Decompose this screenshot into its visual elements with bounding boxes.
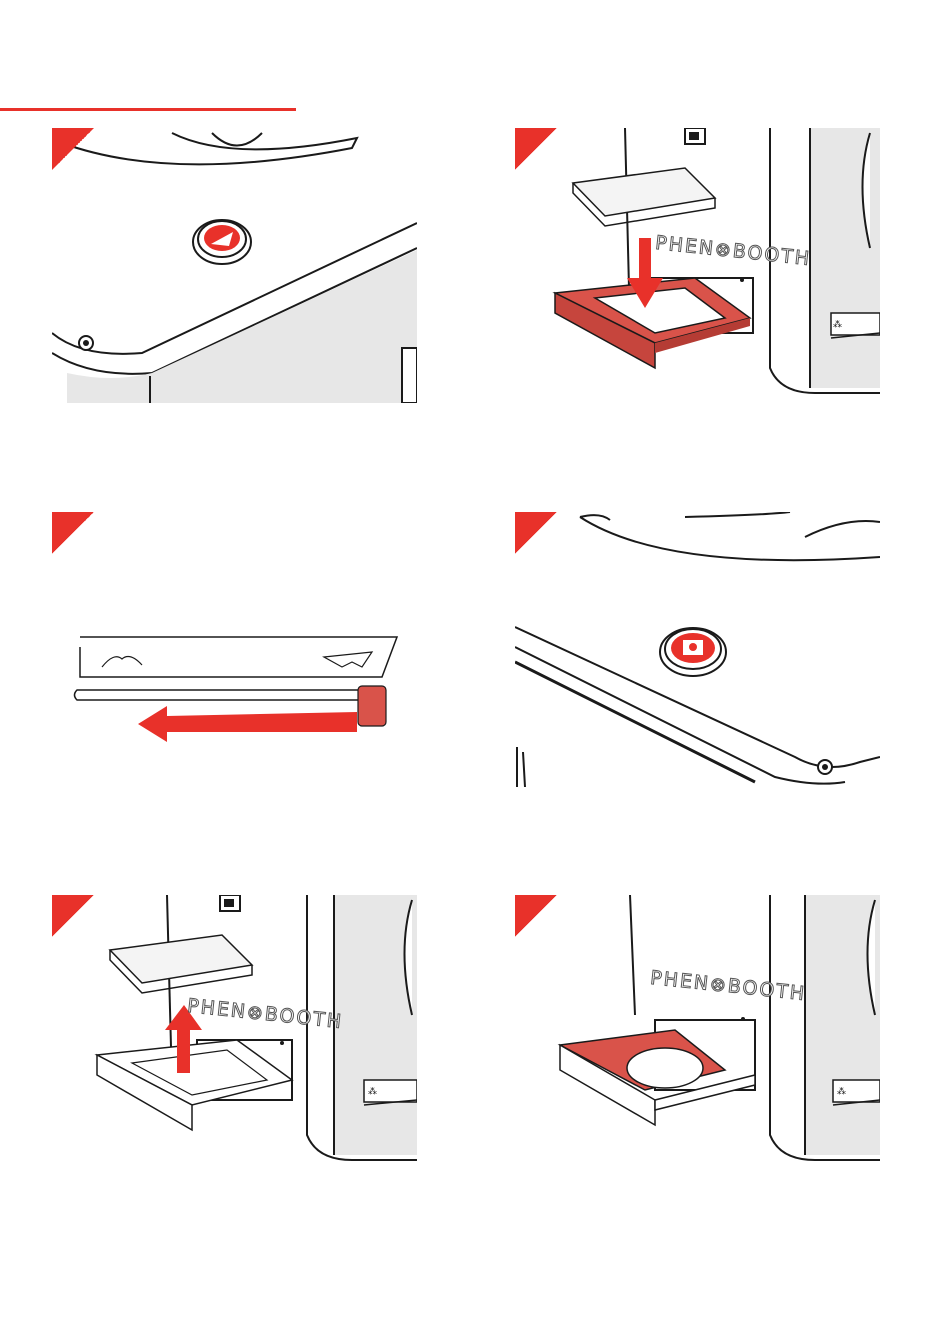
- section-rule: [0, 108, 296, 111]
- step-2-marker: [515, 128, 557, 170]
- step-6-illustration: ⁂ PHEN⊗BOOTH: [515, 895, 880, 1170]
- svg-text:⁂: ⁂: [833, 319, 842, 329]
- step-5-illustration: ⁂ PHEN⊗BOOTH: [52, 895, 417, 1170]
- step-3-illustration: [52, 512, 417, 787]
- step-3-marker: [52, 512, 94, 554]
- capture-button: [658, 622, 728, 678]
- step-6-marker: [515, 895, 557, 937]
- power-button: [191, 214, 253, 266]
- step-4-illustration: [515, 512, 880, 787]
- step-1-marker: [52, 128, 94, 170]
- svg-text:⁂: ⁂: [368, 1086, 377, 1096]
- step-4-marker: [515, 512, 557, 554]
- step-2-illustration: ⁂ PHEN⊗BOOTH: [515, 128, 880, 403]
- step-5-marker: [52, 895, 94, 937]
- step-1-illustration: [52, 128, 417, 403]
- svg-text:⁂: ⁂: [837, 1086, 846, 1096]
